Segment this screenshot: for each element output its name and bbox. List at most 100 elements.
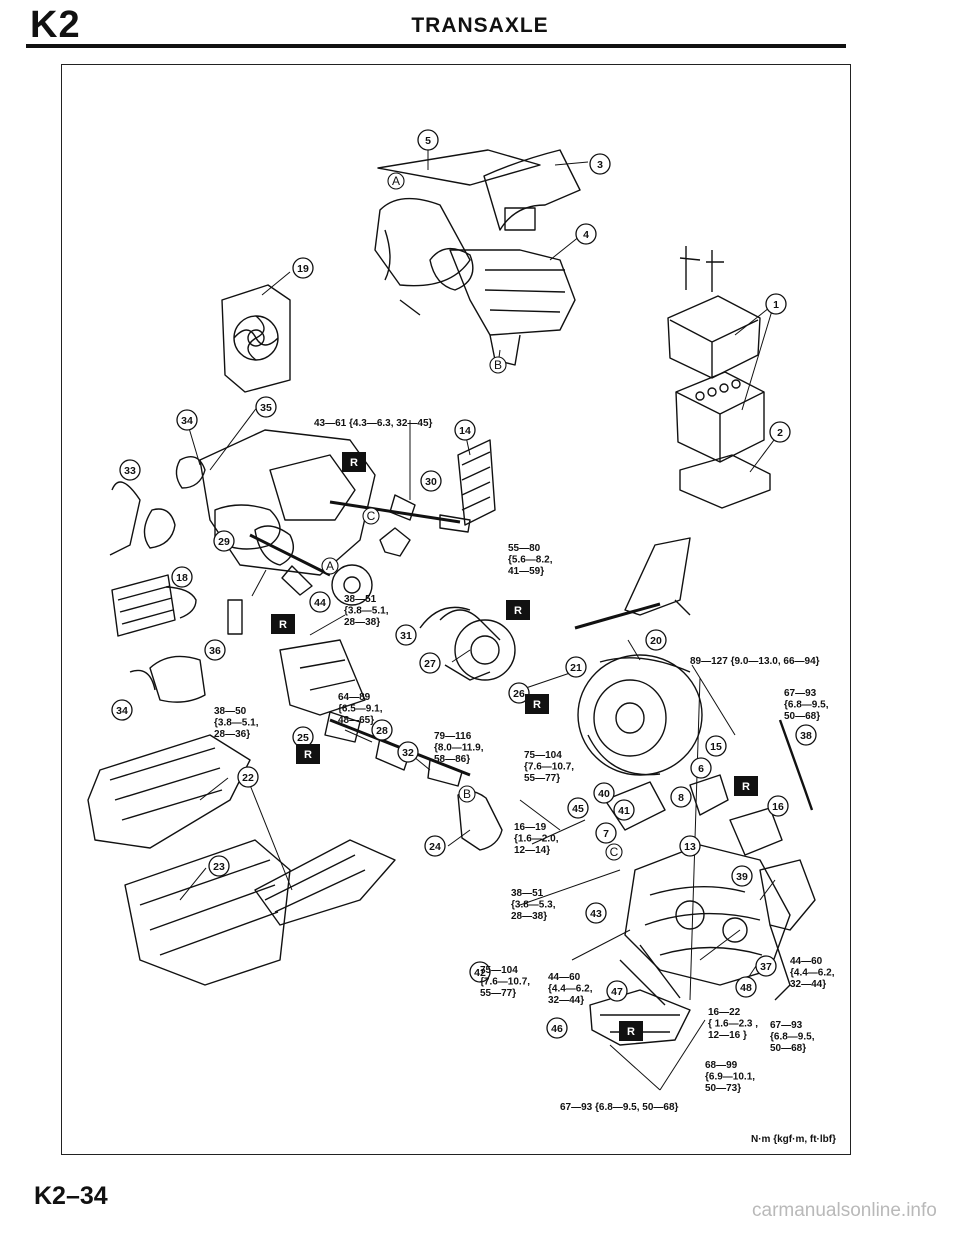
svg-text:2: 2	[777, 427, 783, 439]
svg-text:R: R	[279, 619, 287, 631]
replace-part-mark: R	[525, 694, 549, 714]
svg-text:20: 20	[650, 635, 662, 647]
svg-text:28—38}: 28—38}	[511, 911, 547, 922]
letter-mark-a: A	[387, 172, 405, 190]
svg-text:47: 47	[611, 986, 623, 998]
svg-text:75—104: 75—104	[524, 750, 562, 761]
callout-34: 34	[111, 699, 133, 721]
svg-text:28: 28	[376, 725, 388, 737]
svg-text:43: 43	[590, 908, 602, 920]
callout-42: 42	[469, 961, 491, 983]
svg-text:12—16 }: 12—16 }	[708, 1030, 747, 1041]
callout-25: 25	[292, 726, 314, 748]
svg-text:42: 42	[474, 967, 486, 979]
callout-22: 22	[237, 766, 259, 788]
svg-text:89—127 {9.0—13.0, 66—94}: 89—127 {9.0—13.0, 66—94}	[690, 656, 820, 667]
svg-text:25: 25	[297, 732, 309, 744]
torque-spec: 44—60{4.4—6.2,32—44}	[790, 956, 835, 990]
torque-spec: 38—51{3.8—5.3,28—38}	[511, 888, 556, 922]
watermark-text: carmanualsonline.info	[752, 1200, 937, 1221]
svg-text:14: 14	[459, 425, 471, 437]
svg-text:41: 41	[618, 805, 630, 817]
callout-48: 48	[735, 976, 757, 998]
svg-text:35: 35	[260, 402, 272, 414]
svg-text:75—104: 75—104	[480, 965, 518, 976]
callout-4: 4	[575, 223, 597, 245]
torque-spec: 38—51{3.8—5.1,28—38}	[344, 594, 389, 628]
svg-text:38—51: 38—51	[344, 594, 377, 605]
svg-text:A: A	[392, 174, 400, 188]
torque-spec: 89—127 {9.0—13.0, 66—94}	[690, 656, 820, 667]
svg-text:{4.4—6.2,: {4.4—6.2,	[548, 984, 593, 995]
callout-47: 47	[606, 980, 628, 1002]
torque-spec: 16—22{ 1.6—2.3 ,12—16 }	[708, 1007, 758, 1041]
svg-text:5: 5	[425, 135, 431, 147]
torque-spec: 68—99{6.9—10.1,50—73}	[705, 1060, 755, 1094]
svg-text:30: 30	[425, 476, 437, 488]
svg-text:26: 26	[513, 688, 525, 700]
replace-part-mark: R	[271, 614, 295, 634]
callout-13: 13	[679, 835, 701, 857]
svg-text:48: 48	[740, 982, 752, 994]
svg-text:16—19: 16—19	[514, 822, 547, 833]
svg-text:40: 40	[598, 788, 610, 800]
torque-spec: 67—93 {6.8—9.5, 50—68}	[560, 1102, 679, 1113]
svg-text:{7.6—10.7,: {7.6—10.7,	[524, 762, 574, 773]
replace-part-mark: R	[506, 600, 530, 620]
callout-28: 28	[371, 719, 393, 741]
callout-34: 34	[176, 409, 198, 431]
svg-text:67—93 {6.8—9.5, 50—68}: 67—93 {6.8—9.5, 50—68}	[560, 1102, 679, 1113]
torque-spec: 16—19{1.6—2.0,12—14}	[514, 822, 559, 856]
letter-mark-a: A	[321, 557, 339, 575]
svg-text:B: B	[494, 358, 502, 372]
torque-spec: 43—61 {4.3—6.3, 32—45}	[314, 418, 433, 429]
svg-text:39: 39	[736, 871, 748, 883]
svg-text:36: 36	[209, 645, 221, 657]
torque-spec: 75—104{7.6—10.7,55—77}	[480, 965, 530, 999]
svg-text:4: 4	[583, 229, 589, 241]
svg-text:R: R	[350, 457, 358, 469]
callout-45: 45	[567, 797, 589, 819]
svg-text:34: 34	[116, 705, 128, 717]
svg-text:{6.5—9.1,: {6.5—9.1,	[338, 704, 383, 715]
callout-31: 31	[395, 624, 417, 646]
svg-text:32—44}: 32—44}	[790, 979, 826, 990]
callout-1: 1	[765, 293, 787, 315]
svg-text:79—116: 79—116	[434, 731, 472, 742]
svg-text:R: R	[514, 605, 522, 617]
page-title: TRANSAXLE	[411, 14, 549, 37]
callout-43: 43	[585, 902, 607, 924]
callout-18: 18	[171, 566, 193, 588]
svg-text:6: 6	[698, 763, 704, 775]
leader-lines	[179, 148, 781, 1091]
callout-40: 40	[593, 782, 615, 804]
replace-part-mark: R	[296, 744, 320, 764]
callout-7: 7	[595, 822, 617, 844]
callout-16: 16	[767, 795, 789, 817]
svg-text:{3.8—5.3,: {3.8—5.3,	[511, 900, 556, 911]
torque-spec: 55—80{5.6—8.2,41—59}	[508, 543, 553, 577]
torque-spec: 79—116{8.0—11.9,58—86}	[434, 731, 484, 765]
svg-text:{6.8—9.5,: {6.8—9.5,	[784, 700, 829, 711]
callout-41: 41	[613, 799, 635, 821]
svg-text:{5.6—8.2,: {5.6—8.2,	[508, 555, 553, 566]
callout-27: 27	[419, 652, 441, 674]
svg-text:45: 45	[572, 803, 584, 815]
callout-21: 21	[565, 656, 587, 678]
letter-mark-c: C	[362, 507, 380, 525]
svg-text:13: 13	[684, 841, 696, 853]
svg-text:55—80: 55—80	[508, 543, 541, 554]
callout-20: 20	[645, 629, 667, 651]
svg-text:29: 29	[218, 536, 230, 548]
svg-text:{1.6—2.0,: {1.6—2.0,	[514, 834, 559, 845]
svg-text:37: 37	[760, 961, 772, 973]
svg-text:21: 21	[570, 662, 582, 674]
torque-spec: 75—104{7.6—10.7,55—77}	[524, 750, 574, 784]
svg-text:50—73}: 50—73}	[705, 1083, 741, 1094]
svg-text:{6.9—10.1,: {6.9—10.1,	[705, 1072, 755, 1083]
header-rule	[26, 44, 846, 48]
svg-text:18: 18	[176, 572, 188, 584]
svg-text:44: 44	[314, 597, 326, 609]
